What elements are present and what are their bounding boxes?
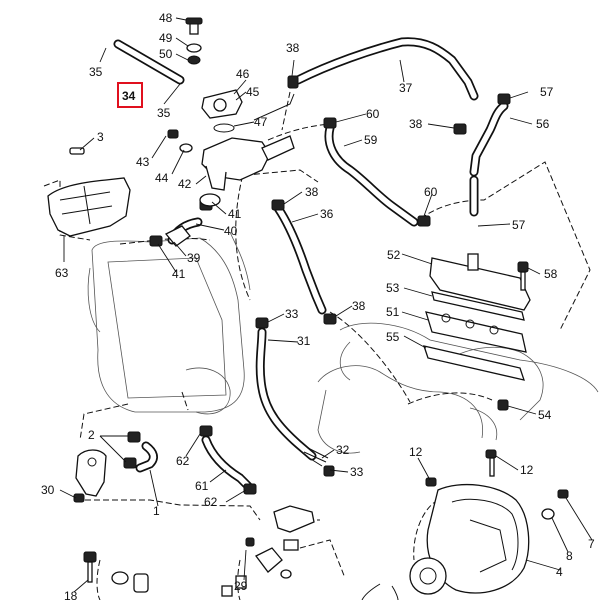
- callout-53[interactable]: 53: [386, 281, 400, 295]
- callout-48[interactable]: 48: [159, 11, 173, 25]
- callout-32[interactable]: 32: [336, 443, 350, 457]
- callout-31[interactable]: 31: [297, 334, 311, 348]
- highlight-box: [117, 82, 143, 108]
- callout-38[interactable]: 38: [286, 41, 300, 55]
- callout-43[interactable]: 43: [136, 155, 150, 169]
- callout-12[interactable]: 12: [409, 445, 423, 459]
- callout-38[interactable]: 38: [352, 299, 366, 313]
- callout-57[interactable]: 57: [540, 85, 554, 99]
- callout-33[interactable]: 33: [285, 307, 299, 321]
- callout-52[interactable]: 52: [387, 248, 401, 262]
- callout-58[interactable]: 58: [544, 267, 558, 281]
- callout-1[interactable]: 1: [153, 504, 160, 518]
- callout-44[interactable]: 44: [155, 171, 169, 185]
- callout-55[interactable]: 55: [386, 330, 400, 344]
- callout-12[interactable]: 12: [520, 463, 534, 477]
- callout-29[interactable]: 29: [234, 579, 248, 593]
- callout-7[interactable]: 7: [588, 537, 595, 551]
- cover-63: [47, 147, 131, 237]
- callout-42[interactable]: 42: [178, 177, 192, 191]
- callout-59[interactable]: 59: [364, 133, 378, 147]
- callout-60[interactable]: 60: [366, 107, 380, 121]
- callout-labels: 48 49 50 35 34 35 46 45 47 38 37 57 56 6…: [41, 11, 595, 603]
- callout-46[interactable]: 46: [236, 67, 250, 81]
- callout-49[interactable]: 49: [159, 31, 173, 45]
- water-pump: [361, 449, 569, 601]
- callout-50[interactable]: 50: [159, 47, 173, 61]
- callout-41[interactable]: 41: [228, 207, 242, 221]
- callout-3[interactable]: 3: [97, 130, 104, 144]
- callout-57[interactable]: 57: [512, 218, 526, 232]
- callout-4[interactable]: 4: [556, 565, 563, 579]
- callout-34[interactable]: 34: [122, 89, 136, 103]
- callout-54[interactable]: 54: [538, 408, 552, 422]
- callout-8[interactable]: 8: [566, 549, 573, 563]
- engine-outline: [87, 231, 599, 454]
- callout-45[interactable]: 45: [246, 85, 260, 99]
- callout-30[interactable]: 30: [41, 483, 55, 497]
- callout-36[interactable]: 36: [320, 207, 334, 221]
- callout-62[interactable]: 62: [176, 454, 190, 468]
- callout-51[interactable]: 51: [386, 305, 400, 319]
- callout-47[interactable]: 47: [254, 115, 268, 129]
- lower-left-parts: [73, 449, 315, 597]
- callout-40[interactable]: 40: [224, 224, 238, 238]
- callout-38[interactable]: 38: [305, 185, 319, 199]
- callout-2[interactable]: 2: [88, 428, 95, 442]
- callout-39[interactable]: 39: [187, 251, 201, 265]
- callout-60[interactable]: 60: [424, 185, 438, 199]
- callout-18[interactable]: 18: [64, 589, 78, 603]
- callout-56[interactable]: 56: [536, 117, 550, 131]
- callout-62[interactable]: 62: [204, 495, 218, 509]
- callout-63[interactable]: 63: [55, 266, 69, 280]
- callout-41[interactable]: 41: [172, 267, 186, 281]
- leader-lines: [59, 17, 593, 593]
- callout-38[interactable]: 38: [409, 117, 423, 131]
- manifold-assembly: [423, 253, 531, 411]
- callout-35[interactable]: 35: [157, 106, 171, 120]
- thermostat-housing: [164, 17, 295, 247]
- callout-33[interactable]: 33: [350, 465, 364, 479]
- callout-35[interactable]: 35: [89, 65, 103, 79]
- hoses: [113, 37, 509, 493]
- callout-61[interactable]: 61: [195, 479, 209, 493]
- callout-37[interactable]: 37: [399, 81, 413, 95]
